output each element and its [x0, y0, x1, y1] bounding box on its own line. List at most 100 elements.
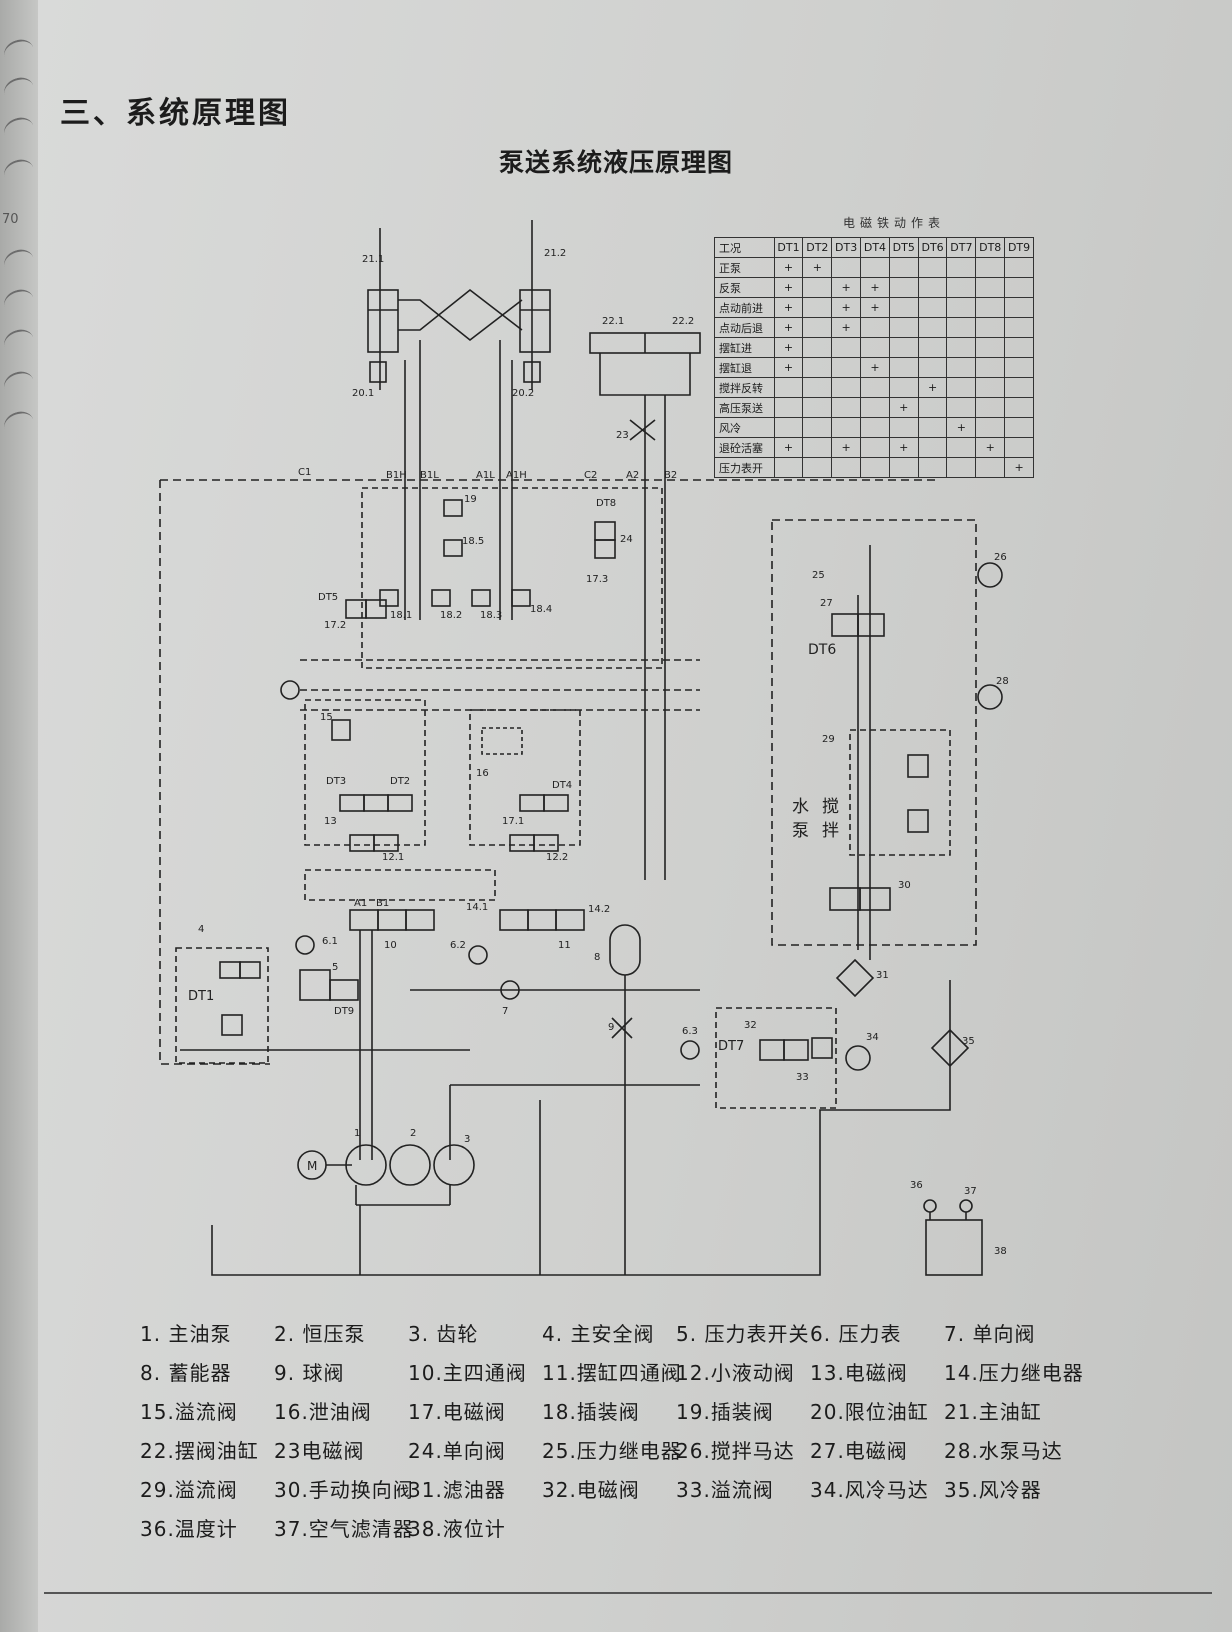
cylinder-21-2 — [519, 289, 551, 353]
label-v18-2: 18.2 — [440, 610, 462, 621]
table-cell — [860, 377, 890, 398]
table-cell: + — [802, 257, 833, 278]
legend-item: 14.压力继电器 — [944, 1361, 1084, 1385]
legend-item: 24.单向阀 — [408, 1439, 506, 1463]
table-cell — [831, 257, 862, 278]
table-cell — [802, 397, 833, 418]
table-cell: + — [888, 437, 919, 458]
label-v19: 19 — [464, 494, 477, 505]
table-cell: + — [860, 297, 890, 318]
label-cyl-22-2: 22.2 — [672, 316, 694, 327]
table-cell — [975, 317, 1006, 338]
table-row: 反泵+++ — [714, 277, 1034, 298]
legend-item: 34.风冷马达 — [810, 1478, 929, 1502]
legend-item: 20.限位油缸 — [810, 1400, 929, 1424]
table-header-cell: DT4 — [860, 237, 890, 258]
table-cell — [860, 457, 890, 478]
legend-item: 8. 蓄能器 — [140, 1361, 232, 1385]
relief-block-29 — [849, 729, 951, 856]
legend-item: 21.主油缸 — [944, 1400, 1042, 1424]
page-bottom-rule — [44, 1592, 1212, 1594]
label-dt2: DT2 — [390, 776, 410, 787]
table-cell — [975, 377, 1006, 398]
limit-cylinder-20-2 — [523, 361, 541, 383]
table-cell — [975, 257, 1006, 278]
table-cell: 正泵 — [714, 257, 775, 278]
solenoid-valve-32 — [759, 1039, 785, 1061]
table-cell — [860, 397, 890, 418]
legend-item: 18.插装阀 — [542, 1400, 640, 1424]
label-v33: 33 — [796, 1072, 809, 1083]
table-cell — [802, 277, 833, 298]
label-a1: A1 — [354, 898, 367, 909]
label-port-c2: C2 — [584, 470, 597, 481]
table-cell — [946, 377, 977, 398]
label-dt8: DT8 — [596, 498, 616, 509]
table-cell — [975, 337, 1006, 358]
constant-pressure-pump-2 — [389, 1144, 431, 1186]
accumulator-8 — [609, 924, 641, 976]
table-cell — [802, 357, 833, 378]
table-cell — [917, 357, 948, 378]
table-cell: + — [773, 317, 804, 338]
table-cell — [1004, 377, 1034, 398]
label-v12-1: 12.1 — [382, 852, 404, 863]
label-v30: 30 — [898, 880, 911, 891]
table-cell — [917, 257, 948, 278]
table-cell — [860, 317, 890, 338]
legend-item: 4. 主安全阀 — [542, 1322, 655, 1346]
table-cell — [946, 277, 977, 298]
label-dt7: DT7 — [718, 1039, 744, 1054]
table-row: 风冷+ — [714, 417, 1034, 438]
table-row: 正泵++ — [714, 257, 1034, 278]
valve-23-mark — [629, 419, 656, 441]
table-cell — [917, 397, 948, 418]
table-cell: 高压泵送 — [714, 397, 775, 418]
label-v38: 38 — [994, 1246, 1007, 1257]
label-dt9: DT9 — [334, 1006, 354, 1017]
table-cell — [831, 377, 862, 398]
label-v6-1: 6.1 — [322, 936, 338, 947]
label-port-b2: B2 — [664, 470, 677, 481]
table-cell — [802, 337, 833, 358]
table-cell: 搅拌反转 — [714, 377, 775, 398]
table-cell: 风冷 — [714, 417, 775, 438]
water-pump-motor-28 — [977, 684, 1003, 710]
label-v4: 4 — [198, 924, 204, 935]
legend-item: 36.温度计 — [140, 1517, 238, 1541]
crossing-pipe — [398, 288, 523, 331]
block-13 — [304, 699, 426, 846]
label-cyl-21-2: 21.2 — [544, 248, 566, 259]
legend-item: 35.风冷器 — [944, 1478, 1042, 1502]
label-port-c1: C1 — [298, 467, 311, 478]
table-cell — [888, 317, 919, 338]
legend-item: 23电磁阀 — [274, 1439, 365, 1463]
table-cell — [888, 257, 919, 278]
table-header-cell: DT1 — [773, 237, 804, 258]
label-v5: 5 — [332, 962, 338, 973]
label-v23: 23 — [616, 430, 629, 441]
label-v8: 8 — [594, 952, 600, 963]
table-cell — [1004, 437, 1034, 458]
table-cell — [802, 417, 833, 438]
swing-valve-11 — [499, 909, 529, 931]
table-cell — [917, 317, 948, 338]
table-cell — [1004, 257, 1034, 278]
table-cell — [917, 457, 948, 478]
table-header-cell: DT7 — [946, 237, 977, 258]
legend-item: 38.液位计 — [408, 1517, 506, 1541]
table-cell — [975, 417, 1006, 438]
solenoid-valve-17-1 — [519, 794, 545, 812]
label-v12-2: 12.2 — [546, 852, 568, 863]
table-body: 正泵++反泵+++点动前进+++点动后退++摆缸进+摆缸退++搅拌反转+高压泵送… — [714, 257, 1034, 478]
legend-item: 5. 压力表开关 — [676, 1322, 810, 1346]
table-cell — [802, 457, 833, 478]
label-v10: 10 — [384, 940, 397, 951]
legend-item: 31.滤油器 — [408, 1478, 506, 1502]
cylinder-21-1 — [367, 289, 399, 353]
table-cell — [946, 457, 977, 478]
oil-filter-31 — [835, 958, 875, 998]
